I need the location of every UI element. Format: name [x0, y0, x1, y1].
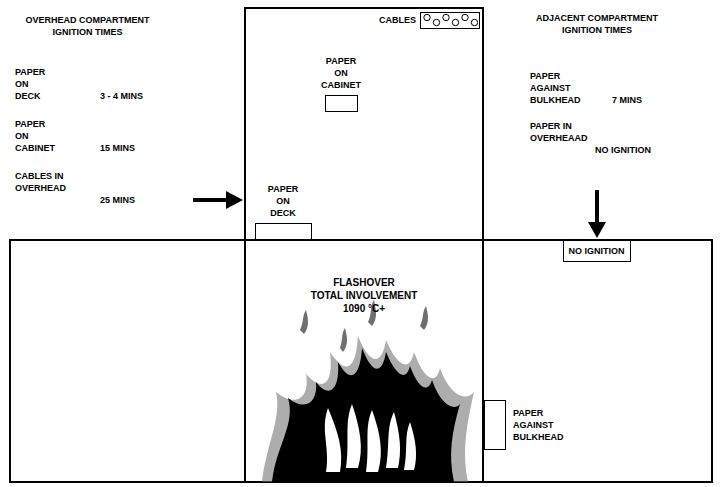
- item-name: PAPER ON CABINET: [15, 118, 55, 154]
- paper-box: PAPER ON DECK: [255, 223, 312, 240]
- cable-end: [424, 14, 430, 20]
- flame-wisp: [300, 310, 308, 334]
- flame-tongue: [366, 410, 381, 472]
- cable-bundle: CABLES: [420, 12, 480, 29]
- time-value: 15 MINS: [100, 142, 135, 154]
- time-value: 7 MINS: [612, 94, 642, 106]
- section-heading: OVERHEAD COMPARTMENT IGNITION TIMES: [15, 14, 160, 38]
- flame-wisp: [420, 306, 428, 330]
- section-heading: ADJACENT COMPARTMENT IGNITION TIMES: [522, 12, 672, 36]
- flame-tongue: [386, 412, 400, 468]
- paper-box: PAPER ON CABINET: [325, 95, 358, 112]
- cable-end: [471, 19, 477, 25]
- arrow-head: [226, 191, 243, 209]
- cable-end: [443, 14, 449, 20]
- fire-compartment: FLASHOVERTOTAL INVOLVEMENT 1090 °C+: [245, 240, 483, 482]
- box-label: PAPER ON DECK: [268, 183, 298, 219]
- pointer-arrow: [595, 190, 599, 224]
- time-value: NO IGNITION: [595, 144, 651, 156]
- fire-heading: FLASHOVER: [333, 276, 395, 289]
- box-label: CABLES: [379, 14, 416, 26]
- paper-box: NO IGNITION: [563, 240, 631, 262]
- cable-end: [433, 19, 439, 25]
- flame-illustration: [262, 300, 474, 482]
- item-name: PAPER IN OVERHEAAD: [530, 120, 588, 144]
- lower-deck-outline: [10, 240, 712, 482]
- arrow-head: [588, 222, 606, 238]
- item-name: PAPER AGAINST BULKHEAD: [530, 70, 581, 106]
- flame-tongue: [346, 404, 361, 468]
- flame-halo: [262, 336, 474, 482]
- flame-tongue: [404, 422, 416, 470]
- fire-note: TOTAL INVOLVEMENT 1090 °C+: [302, 289, 427, 315]
- time-value: 3 - 4 MINS: [100, 90, 143, 102]
- paper-box: PAPER AGAINST BULKHEAD: [484, 400, 506, 450]
- overhead-compartment: [245, 8, 483, 240]
- cable-ends: [421, 13, 478, 27]
- box-label: PAPER AGAINST BULKHEAD: [513, 407, 564, 443]
- flame-tongue: [325, 408, 341, 472]
- item-name: CABLES IN OVERHEAD: [15, 170, 66, 194]
- pointer-arrow: [193, 198, 228, 202]
- flame-wisp: [340, 328, 347, 352]
- bulkhead-line: [244, 240, 246, 482]
- item-name: PAPER ON DECK: [15, 66, 45, 102]
- cable-end: [462, 14, 468, 20]
- box-label: NO IGNITION: [569, 245, 625, 257]
- flame-body: [272, 348, 460, 482]
- box-label: PAPER ON CABINET: [321, 55, 361, 91]
- time-value: 25 MINS: [100, 194, 135, 206]
- cable-end: [452, 19, 458, 25]
